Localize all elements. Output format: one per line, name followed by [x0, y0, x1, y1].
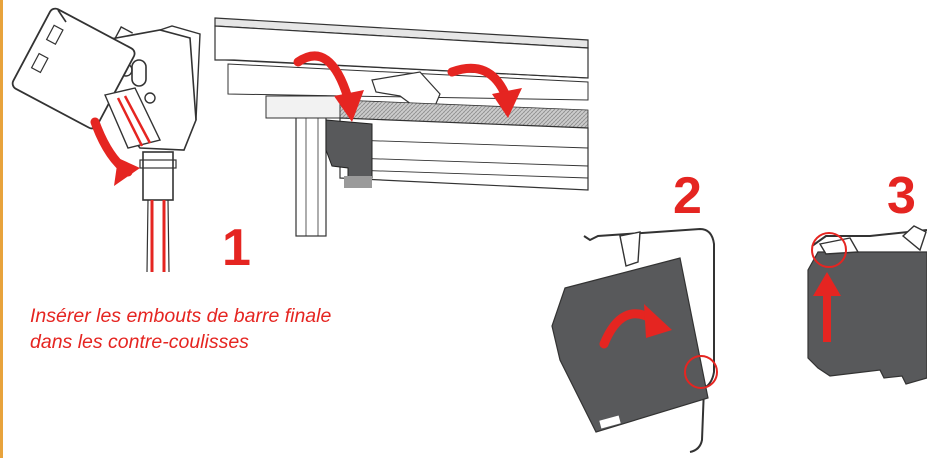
instruction-caption: Insérer les embouts de barre finale dans… — [30, 303, 360, 355]
step-number-2: 2 — [673, 167, 702, 225]
up-arrow-icon — [813, 272, 841, 296]
curved-arrow-icon — [293, 51, 353, 103]
step-number-3: 3 — [887, 167, 916, 225]
left-border-rule — [0, 0, 3, 458]
highlight-circle-icon — [811, 232, 847, 268]
instruction-line-2: dans les contre-coulisses — [30, 331, 249, 353]
curved-arrow-icon — [492, 88, 522, 118]
slot-hole — [131, 59, 147, 87]
instruction-line-1: Insérer les embouts de barre finale — [30, 305, 332, 327]
up-arrow-icon — [823, 292, 831, 342]
highlight-circle-icon — [684, 355, 718, 389]
rail-assembly — [214, 17, 589, 237]
curved-arrow-icon — [334, 90, 364, 122]
curved-arrow-icon — [644, 304, 672, 338]
curved-arrow-icon — [114, 158, 140, 186]
end-cap-detail — [11, 7, 201, 273]
step-3-illustration — [807, 225, 927, 385]
step-2-illustration — [551, 227, 718, 453]
curved-arrow-icon — [447, 63, 511, 101]
step-number-1: 1 — [222, 219, 251, 277]
